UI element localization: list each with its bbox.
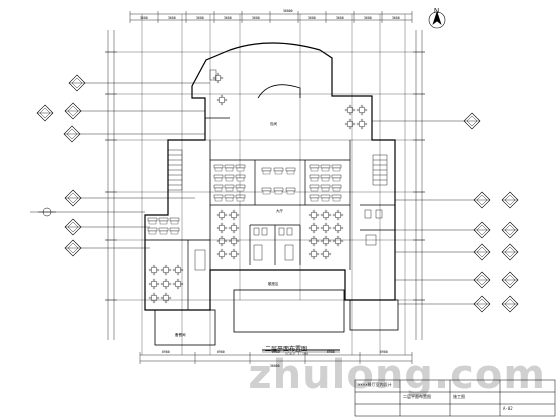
title-block	[354, 379, 556, 417]
top-dim-total: 36000	[283, 9, 293, 13]
bottom-dim-total: 36000	[270, 364, 280, 368]
left-index-tags	[36, 74, 86, 257]
room-label: 大厅	[276, 208, 284, 213]
top-dim-label: 3600	[336, 16, 344, 20]
top-dim-label: 3600	[168, 16, 176, 20]
top-dim-label: 3600	[392, 16, 400, 20]
left-leader-lines	[30, 82, 210, 249]
title-block-project: ××××餐厅室内设计	[358, 382, 392, 387]
right-dimension-chain	[413, 30, 425, 340]
building-outline	[144, 42, 396, 311]
top-dim-label: 3600	[252, 16, 260, 20]
right-leader-lines	[372, 120, 474, 305]
right-index-tags	[463, 112, 519, 313]
watermark: zhulong.com	[248, 352, 546, 398]
room-label: 包间	[270, 121, 278, 126]
grid-lines	[105, 14, 425, 355]
restroom-fixtures	[194, 69, 383, 271]
room-label: 散座区	[268, 281, 279, 286]
top-dim-label: 3600	[224, 16, 232, 20]
top-dim-label: 3600	[140, 16, 148, 20]
drawing-title: 二层平面布置图	[265, 346, 308, 353]
lower-annex	[154, 289, 399, 346]
title-block-number: A-02	[503, 406, 513, 411]
left-dimension-chain	[105, 30, 117, 340]
room-label: 备餐间	[175, 332, 186, 337]
top-dimension-chain	[129, 11, 413, 23]
top-dim-label: 3600	[196, 16, 204, 20]
title-block-stage: 施工图	[453, 394, 465, 399]
bottom-dim-label: 6900	[162, 350, 170, 354]
title-underline	[262, 349, 340, 353]
bottom-dimension-chain	[139, 352, 413, 364]
bottom-dim-label: 6900	[217, 350, 225, 354]
title-block-sheet-name: 二层平面布置图	[403, 394, 431, 399]
north-label: N	[434, 8, 440, 15]
staircase	[167, 149, 388, 191]
north-arrow-icon	[428, 11, 446, 29]
drawing-scale: SCALE 1:100	[285, 352, 309, 356]
top-dim-label: 3600	[364, 16, 372, 20]
bottom-dim-label: 6900	[380, 350, 388, 354]
booth-seating	[147, 164, 342, 235]
interior-walls	[145, 95, 395, 310]
top-dim-label: 3600	[308, 16, 316, 20]
small-pointer	[38, 207, 56, 217]
